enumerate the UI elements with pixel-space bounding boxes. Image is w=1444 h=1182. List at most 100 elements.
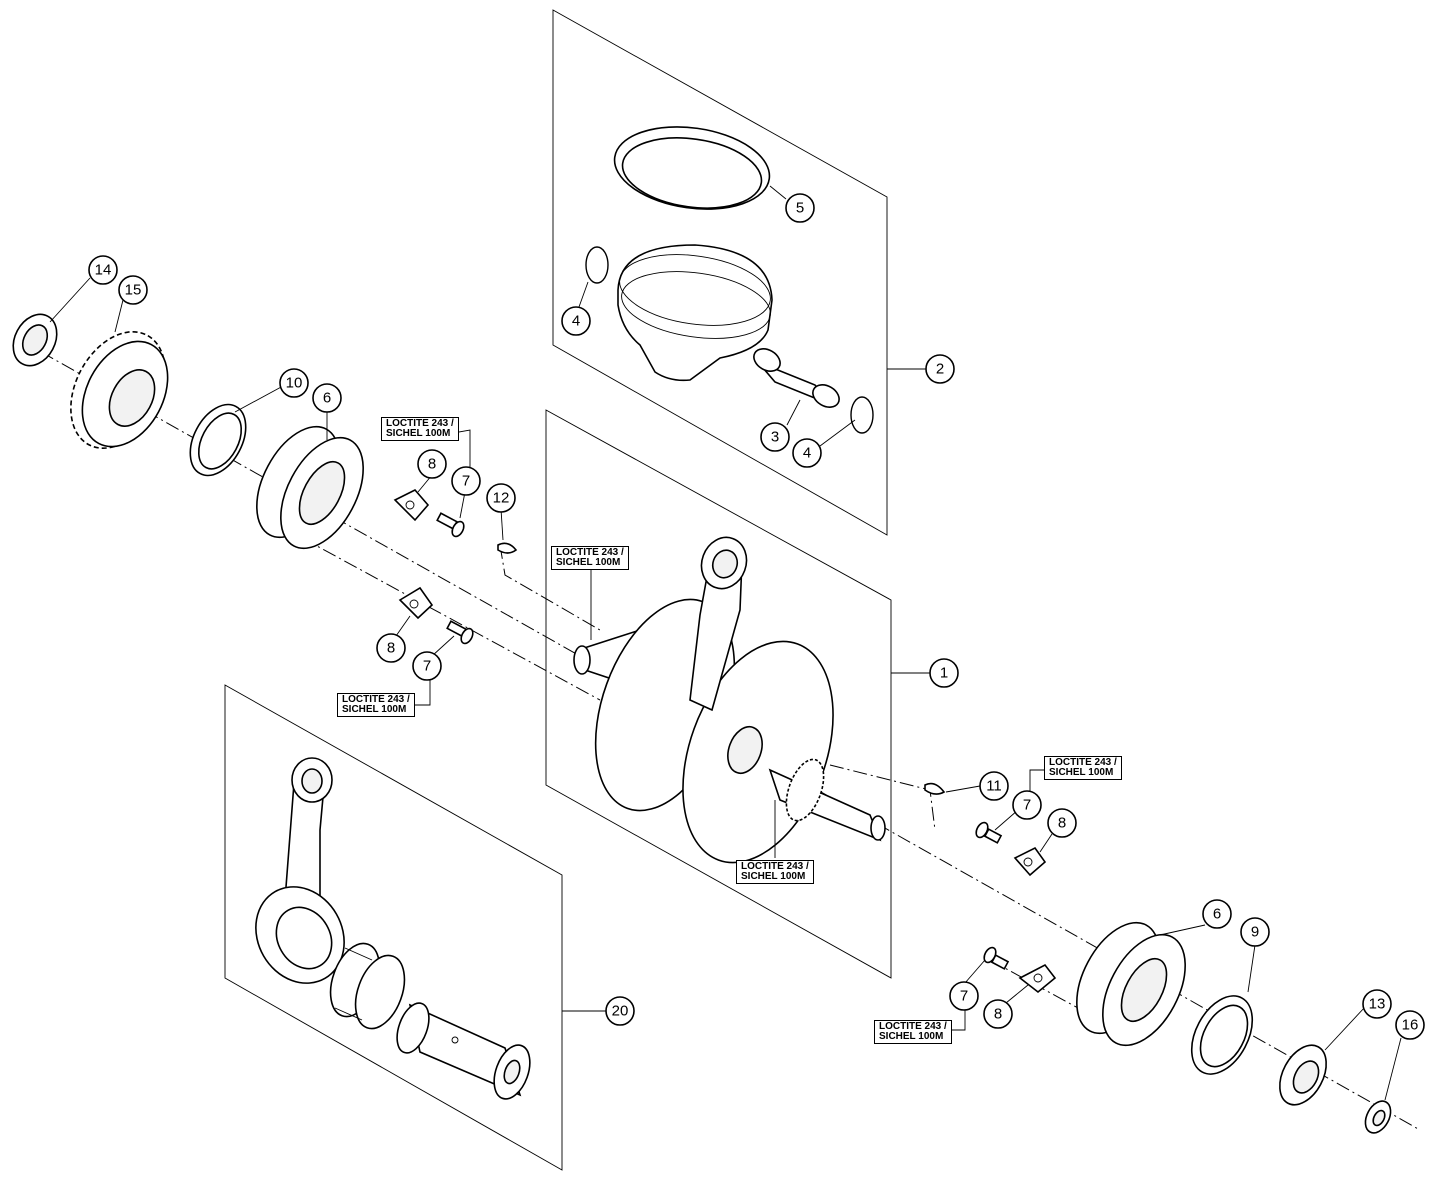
piston-2 (617, 244, 773, 382)
svg-text:7: 7 (1023, 797, 1031, 814)
loctite-note-right-lower: LOCTITE 243 / SICHEL 100M (874, 1020, 952, 1044)
svg-text:5: 5 (796, 200, 804, 217)
gear-15 (70, 331, 169, 449)
crankshaft-group-panel (545, 409, 892, 979)
note-line-2: SICHEL 100M (879, 1031, 944, 1042)
callout-14: 14 (88, 255, 118, 285)
callout-12: 12 (486, 483, 516, 513)
callout-7-right-lower: 7 (949, 981, 979, 1011)
note-line-1: LOCTITE 243 / (556, 547, 624, 558)
svg-text:8: 8 (994, 1006, 1002, 1023)
note-line-2: SICHEL 100M (1049, 767, 1114, 778)
loctite-note-crank-left: LOCTITE 243 / SICHEL 100M (551, 546, 629, 570)
screw-7-lower-left (446, 620, 474, 645)
svg-text:1: 1 (940, 665, 948, 682)
woodruff-key-12 (497, 542, 518, 554)
svg-text:6: 6 (1213, 906, 1221, 923)
lock-plate-8-upper-left (393, 489, 430, 522)
circlip-4-left (585, 246, 609, 284)
callout-15: 15 (118, 275, 148, 305)
callout-3: 3 (760, 422, 790, 452)
svg-text:14: 14 (95, 262, 112, 279)
bearing-6-left (256, 425, 364, 550)
circlip-4-right (850, 396, 874, 434)
svg-text:6: 6 (323, 390, 331, 407)
loctite-note-upper-left: LOCTITE 243 / SICHEL 100M (381, 417, 459, 441)
lock-plate-8-lower-left (398, 586, 434, 620)
callout-8-lower-left: 8 (376, 633, 406, 663)
svg-text:10: 10 (286, 375, 303, 392)
connecting-rod-20 (255, 757, 345, 984)
svg-text:12: 12 (493, 490, 510, 507)
svg-text:13: 13 (1369, 996, 1386, 1013)
woodruff-key-11 (924, 782, 946, 795)
svg-text:20: 20 (612, 1003, 629, 1020)
loctite-note-crank-right: LOCTITE 243 / SICHEL 100M (736, 860, 814, 884)
callout-16: 16 (1395, 1010, 1425, 1040)
callout-5: 5 (785, 193, 815, 223)
piston-ring-5 (613, 126, 771, 210)
callout-10: 10 (279, 368, 309, 398)
callout-4-left: 4 (561, 306, 591, 336)
callout-7-lower-left: 7 (412, 651, 442, 681)
callout-6-left: 6 (312, 383, 342, 413)
svg-text:16: 16 (1402, 1017, 1419, 1034)
bushing-14 (12, 313, 58, 367)
lock-plate-8-right-upper (1013, 846, 1047, 877)
note-line-1: LOCTITE 243 / (386, 418, 454, 429)
note-line-2: SICHEL 100M (556, 557, 621, 568)
callout-9: 9 (1240, 917, 1270, 947)
washer-16 (1364, 1100, 1392, 1134)
lock-plate-8-right-lower (1018, 963, 1057, 994)
svg-text:2: 2 (936, 361, 944, 378)
callout-8-right-upper: 8 (1047, 808, 1077, 838)
crank-pin-20 (396, 1002, 531, 1100)
svg-text:7: 7 (462, 473, 470, 490)
svg-text:7: 7 (960, 988, 968, 1005)
loctite-note-right-upper: LOCTITE 243 / SICHEL 100M (1044, 756, 1122, 780)
note-line-1: LOCTITE 243 / (879, 1021, 947, 1032)
callout-2: 2 (925, 354, 955, 384)
svg-text:8: 8 (1058, 815, 1066, 832)
loctite-note-lower-left: LOCTITE 243 / SICHEL 100M (337, 693, 415, 717)
svg-text:4: 4 (803, 445, 811, 462)
callout-1: 1 (929, 658, 959, 688)
piston-pin-3 (753, 348, 840, 408)
callout-4-right: 4 (792, 438, 822, 468)
note-line-2: SICHEL 100M (342, 704, 407, 715)
nut-13 (1279, 1044, 1327, 1106)
svg-text:9: 9 (1251, 924, 1259, 941)
callout-20: 20 (605, 996, 635, 1026)
bearing-6-right (1076, 921, 1186, 1047)
svg-text:3: 3 (771, 429, 779, 446)
svg-text:8: 8 (387, 640, 395, 657)
callout-11: 11 (979, 771, 1009, 801)
callout-7-right-upper: 7 (1012, 790, 1042, 820)
conrod-group-panel (224, 684, 563, 1171)
callout-6-right: 6 (1202, 899, 1232, 929)
key-axis-left (499, 544, 601, 631)
note-line-2: SICHEL 100M (741, 871, 806, 882)
svg-text:7: 7 (423, 658, 431, 675)
svg-text:8: 8 (428, 456, 436, 473)
shaft-seal-9 (1190, 995, 1254, 1075)
crankshaft-1 (573, 536, 886, 864)
note-line-1: LOCTITE 243 / (342, 694, 410, 705)
shaft-seal-10 (189, 403, 247, 477)
callout-8-upper-left: 8 (417, 449, 447, 479)
svg-text:11: 11 (986, 778, 1002, 795)
svg-text:15: 15 (125, 282, 142, 299)
screw-7-right-lower (983, 946, 1010, 970)
callout-7-upper-left: 7 (451, 466, 481, 496)
note-line-1: LOCTITE 243 / (741, 861, 809, 872)
callout-8-right-lower: 8 (983, 999, 1013, 1029)
screw-7-upper-left (436, 512, 465, 538)
needle-bearing-20 (329, 942, 406, 1030)
piston-group-panel (552, 9, 888, 536)
callout-13: 13 (1362, 989, 1392, 1019)
svg-text:4: 4 (572, 313, 580, 330)
screw-7-right-upper (975, 821, 1003, 844)
note-line-1: LOCTITE 243 / (1049, 757, 1117, 768)
note-line-2: SICHEL 100M (386, 428, 451, 439)
